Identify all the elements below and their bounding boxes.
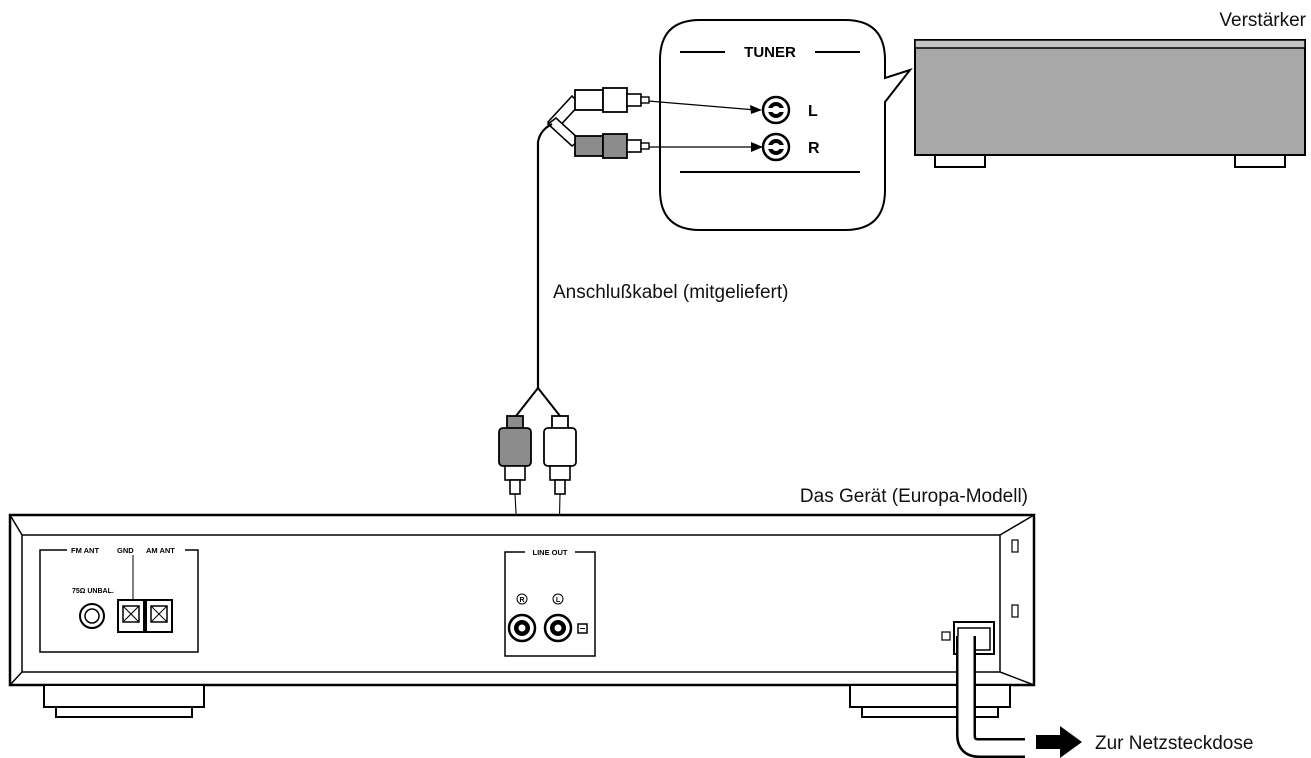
- amp-jack-r[interactable]: [761, 132, 791, 162]
- cable-plug-bottom-grey[interactable]: [498, 415, 532, 495]
- am-ant-label: AM ANT: [146, 546, 175, 555]
- connection-cable: Anschlußkabel (mitgeliefert): [498, 87, 788, 596]
- device-foot-left-pad: [55, 706, 193, 718]
- am-ant-terminal[interactable]: [145, 599, 173, 633]
- fm-ant-jack[interactable]: [79, 603, 105, 629]
- gnd-terminal[interactable]: [117, 599, 145, 633]
- cable-branch-left: [515, 387, 539, 417]
- callout-bubble: [659, 19, 913, 231]
- device-foot-right-pad: [861, 706, 999, 718]
- line-out-section: LINE OUT R L: [504, 546, 596, 657]
- line-out-jack-l[interactable]: [543, 613, 573, 643]
- panel-screw-top: [1011, 539, 1019, 553]
- antenna-title-mask: [67, 544, 185, 556]
- device-foot-right: [849, 684, 1011, 708]
- panel-bevel-right: [999, 514, 1035, 686]
- device-label: Das Gerät (Europa-Modell): [800, 486, 1028, 507]
- amplifier: Verstärker: [914, 10, 1307, 168]
- cable-plug-top-grey[interactable]: [546, 116, 650, 159]
- device: Das Gerät (Europa-Modell) FM ANT GND AM …: [8, 486, 1253, 758]
- jack-r-label: R: [519, 597, 524, 604]
- mains-arrow-icon: [1036, 726, 1082, 758]
- device-foot-left: [43, 684, 205, 708]
- line-out-label: LINE OUT: [533, 548, 568, 557]
- arrowhead-l: [750, 105, 762, 114]
- fm-ant-label: FM ANT: [71, 546, 99, 555]
- gnd-label: GND: [117, 546, 134, 555]
- panel-bevel-left: [9, 514, 23, 686]
- amp-jack-l[interactable]: [761, 95, 791, 125]
- cable-branch-right: [537, 387, 561, 417]
- unbal-label: 75Ω UNBAL.: [72, 588, 114, 595]
- arrow-to-l: [647, 100, 757, 111]
- line-out-title-mask: [525, 546, 575, 558]
- power-cord[interactable]: [941, 621, 1025, 758]
- arrowhead-r: [751, 142, 763, 152]
- cord-fill: [958, 636, 1025, 756]
- amplifier-body: [914, 39, 1306, 156]
- jack-l-label: L: [556, 597, 561, 604]
- amp-jack-l-label: L: [808, 103, 818, 120]
- line-out-jack-r[interactable]: [507, 613, 537, 643]
- jack-r-marker: [516, 593, 528, 605]
- cord-screw: [941, 631, 951, 641]
- amplifier-top-edge: [914, 39, 1306, 49]
- panel-screw-bottom: [1011, 604, 1019, 618]
- mains-label: Zur Netzsteckdose: [1095, 733, 1253, 754]
- tuner-title: TUNER: [744, 44, 796, 61]
- cable-label: Anschlußkabel (mitgeliefert): [553, 282, 788, 303]
- cable-plug-bottom-white[interactable]: [543, 415, 577, 495]
- jack-l-marker: [552, 593, 564, 605]
- amplifier-foot-left: [934, 154, 986, 168]
- tuner-callout: TUNER L R: [647, 19, 913, 231]
- amplifier-foot-right: [1234, 154, 1286, 168]
- cable-wire: [536, 123, 553, 388]
- amplifier-label: Verstärker: [1219, 10, 1306, 31]
- antenna-section: FM ANT GND AM ANT 75Ω UNBAL.: [39, 544, 199, 653]
- amp-jack-r-label: R: [808, 140, 820, 157]
